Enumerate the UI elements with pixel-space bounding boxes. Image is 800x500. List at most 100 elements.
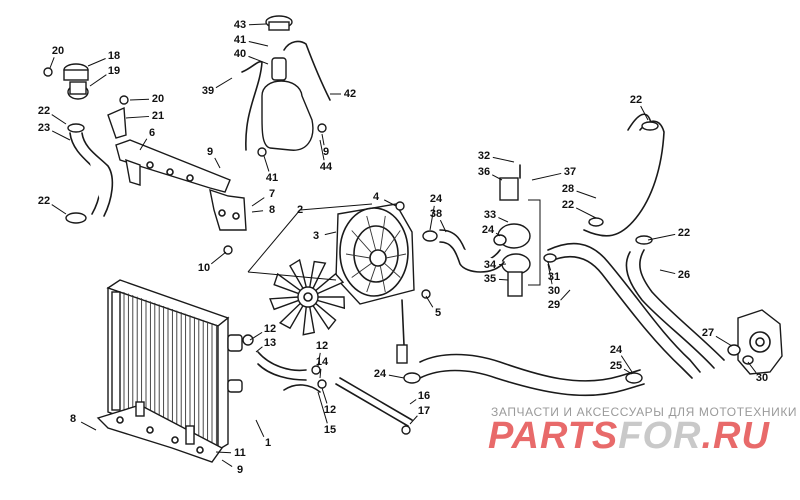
- leader-c14: [319, 368, 322, 379]
- fan-shroud: [335, 203, 415, 364]
- callout-c41a: 41: [234, 34, 246, 46]
- callout-c18: 18: [108, 50, 120, 62]
- callout-c44: 44: [320, 161, 333, 173]
- leader-c30a: [547, 263, 553, 285]
- leader-c13: [255, 346, 263, 353]
- callout-c19: 19: [108, 65, 120, 77]
- callout-c5: 5: [435, 307, 441, 319]
- leader-c24a: [429, 205, 435, 231]
- leader-c38: [439, 219, 447, 233]
- leader-c9b: [321, 133, 325, 146]
- leader-c41b: [263, 155, 270, 172]
- leader-c35: [498, 278, 509, 281]
- watermark-logo-parts: PARTS: [488, 415, 619, 457]
- callout-c2: 2: [297, 204, 303, 216]
- leader-c4: [383, 199, 397, 207]
- leader-c5: [425, 295, 434, 308]
- callout-c28: 28: [562, 183, 574, 195]
- leader-c9c: [221, 459, 233, 468]
- callout-c24d: 24: [610, 344, 623, 356]
- callout-c24b: 24: [482, 224, 495, 236]
- leader-c10: [210, 251, 227, 265]
- leader-c24d: [620, 355, 633, 373]
- callout-c30a: 30: [548, 285, 560, 297]
- leader-c30b: [747, 361, 757, 374]
- leader-c28: [576, 190, 597, 199]
- hose-25: [419, 353, 645, 397]
- leader-c19: [89, 74, 107, 87]
- callout-c14: 14: [316, 356, 329, 368]
- hose-29: [547, 242, 701, 379]
- leader-c33: [498, 217, 509, 223]
- callout-c4: 4: [373, 191, 380, 203]
- callout-c40: 40: [234, 48, 246, 60]
- leader-c44: [319, 139, 325, 161]
- callout-c15: 15: [324, 424, 336, 436]
- pressure-cap-assembly: [43, 63, 129, 105]
- upper-mount-bracket: [107, 106, 247, 231]
- callout-c26: 26: [678, 269, 690, 281]
- callout-c35: 35: [484, 273, 496, 285]
- leader-c24b: [495, 232, 501, 237]
- callout-c33: 33: [484, 209, 496, 221]
- callout-c21: 21: [152, 110, 164, 122]
- callout-c22c: 22: [630, 94, 642, 106]
- leader-c11: [215, 451, 232, 454]
- leader-c18: [87, 58, 106, 67]
- callout-c37: 37: [564, 166, 576, 178]
- leader-c12a: [249, 331, 263, 341]
- leader-c25: [623, 368, 633, 375]
- callout-c11: 11: [234, 447, 246, 459]
- leader-c41a: [248, 40, 269, 47]
- callout-c22b: 22: [38, 195, 50, 207]
- leader-c29: [560, 289, 571, 301]
- callout-c8b: 8: [269, 204, 275, 216]
- leader-c23: [51, 130, 71, 141]
- callout-c9c: 9: [237, 464, 243, 476]
- leader-c32: [492, 156, 515, 163]
- callout-c41b: 41: [266, 172, 278, 184]
- callout-c23: 23: [38, 122, 50, 134]
- callout-c22e: 22: [678, 227, 690, 239]
- hose-24-38: [439, 229, 505, 273]
- callout-c3: 3: [313, 230, 319, 242]
- hose-26: [625, 249, 725, 369]
- callout-c32: 32: [478, 150, 490, 162]
- leader-c15: [317, 391, 328, 424]
- callout-c8a: 8: [70, 413, 76, 425]
- leader-c8b: [251, 210, 264, 213]
- callout-c24c: 24: [374, 368, 387, 380]
- leader-c12b: [317, 352, 321, 367]
- leader-c36: [491, 174, 503, 181]
- leader-c34: [498, 263, 507, 266]
- leader-c6: [139, 138, 148, 151]
- leader-c24c: [388, 374, 405, 379]
- callout-c9b: 9: [323, 146, 329, 158]
- watermark-logo-ru: .RU: [701, 415, 770, 457]
- leader-c3: [324, 231, 337, 236]
- callout-c12a: 12: [264, 323, 276, 335]
- callout-c12c: 12: [324, 404, 336, 416]
- leader-c22e: [647, 233, 676, 241]
- hose-23: [65, 123, 114, 224]
- callout-c34: 34: [484, 259, 497, 271]
- water-pump: [737, 309, 783, 375]
- callout-c20a: 20: [52, 45, 64, 57]
- callout-c20b: 20: [152, 93, 164, 105]
- leader-c31: [547, 261, 552, 271]
- leader-c22b: [51, 204, 67, 215]
- callout-c39: 39: [202, 85, 214, 97]
- callout-c30b: 30: [756, 372, 768, 384]
- callout-c12b: 12: [316, 340, 328, 352]
- fan-blade: [269, 258, 346, 336]
- leader-c39: [215, 77, 233, 89]
- callout-c9a: 9: [207, 146, 213, 158]
- leader-c43: [248, 23, 267, 26]
- leader-c37: [531, 172, 562, 181]
- leader-c26: [659, 269, 676, 275]
- watermark-subtitle: ЗАПЧАСТИ И АКСЕССУАРЫ ДЛЯ МОТОТЕХНИКИ: [491, 405, 798, 419]
- leader-c7: [251, 197, 265, 207]
- callout-c38: 38: [430, 208, 442, 220]
